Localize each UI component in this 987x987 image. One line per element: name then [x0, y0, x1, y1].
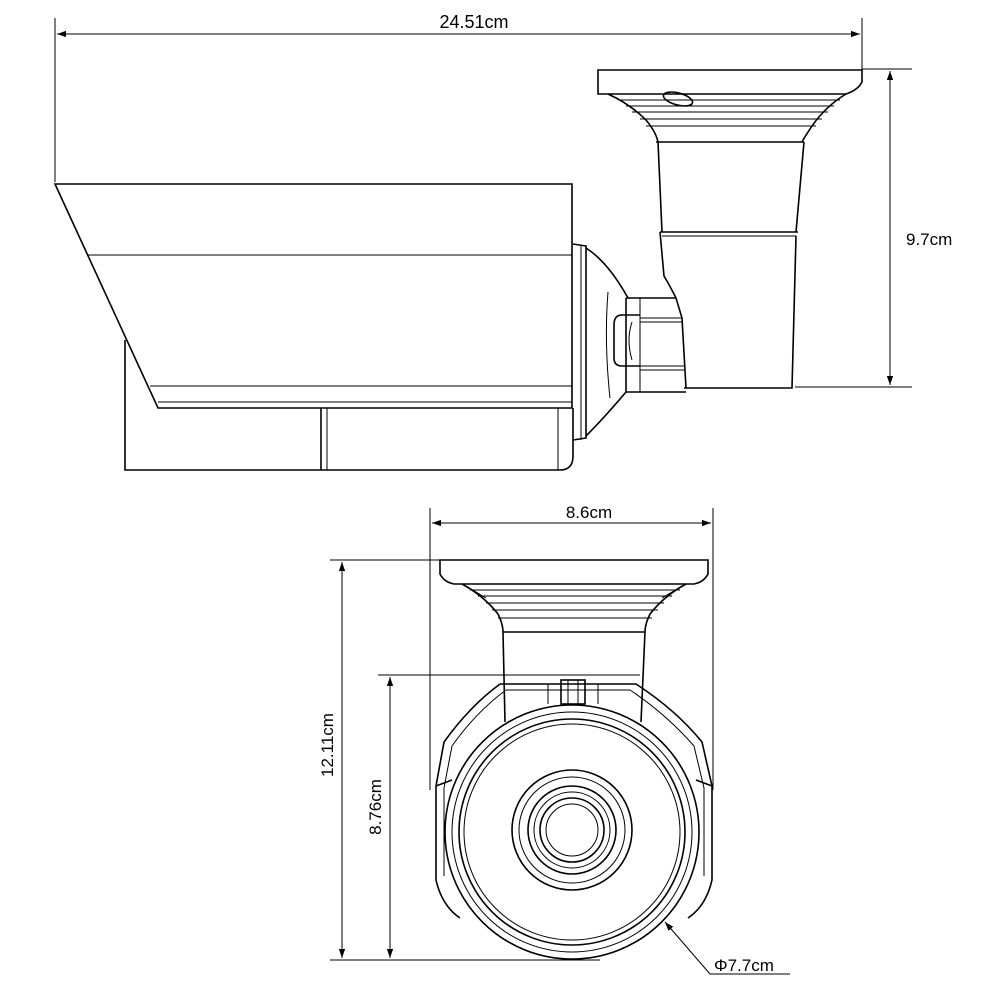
front-body-height-dimension: 8.76cm [366, 674, 640, 958]
front-diameter-label: Φ7.7cm [714, 956, 774, 975]
front-view: 8.6cm 12.11cm 8.76cm Φ7.7cm [318, 503, 790, 975]
front-total-height-dimension: 12.11cm [318, 559, 600, 961]
front-mount-plate [439, 559, 709, 723]
front-sun-shield [435, 679, 713, 919]
side-sun-shield [53, 183, 573, 409]
front-housing [444, 704, 700, 960]
side-height-label: 9.7cm [906, 230, 952, 249]
side-width-dimension: 24.51cm [54, 12, 863, 182]
side-view: 24.51cm 9.7cm [53, 12, 952, 471]
side-housing [124, 340, 574, 471]
side-rear-joint [572, 231, 687, 441]
front-lens [511, 769, 633, 891]
side-height-dimension: 9.7cm [795, 68, 952, 388]
side-width-label: 24.51cm [439, 12, 508, 32]
front-width-dimension: 8.6cm [429, 503, 714, 790]
side-mount-bracket [597, 69, 863, 389]
front-body-height-label: 8.76cm [366, 779, 385, 835]
front-width-label: 8.6cm [566, 503, 612, 522]
front-diameter-dimension: Φ7.7cm [664, 921, 790, 975]
front-total-height-label: 12.11cm [318, 713, 337, 777]
